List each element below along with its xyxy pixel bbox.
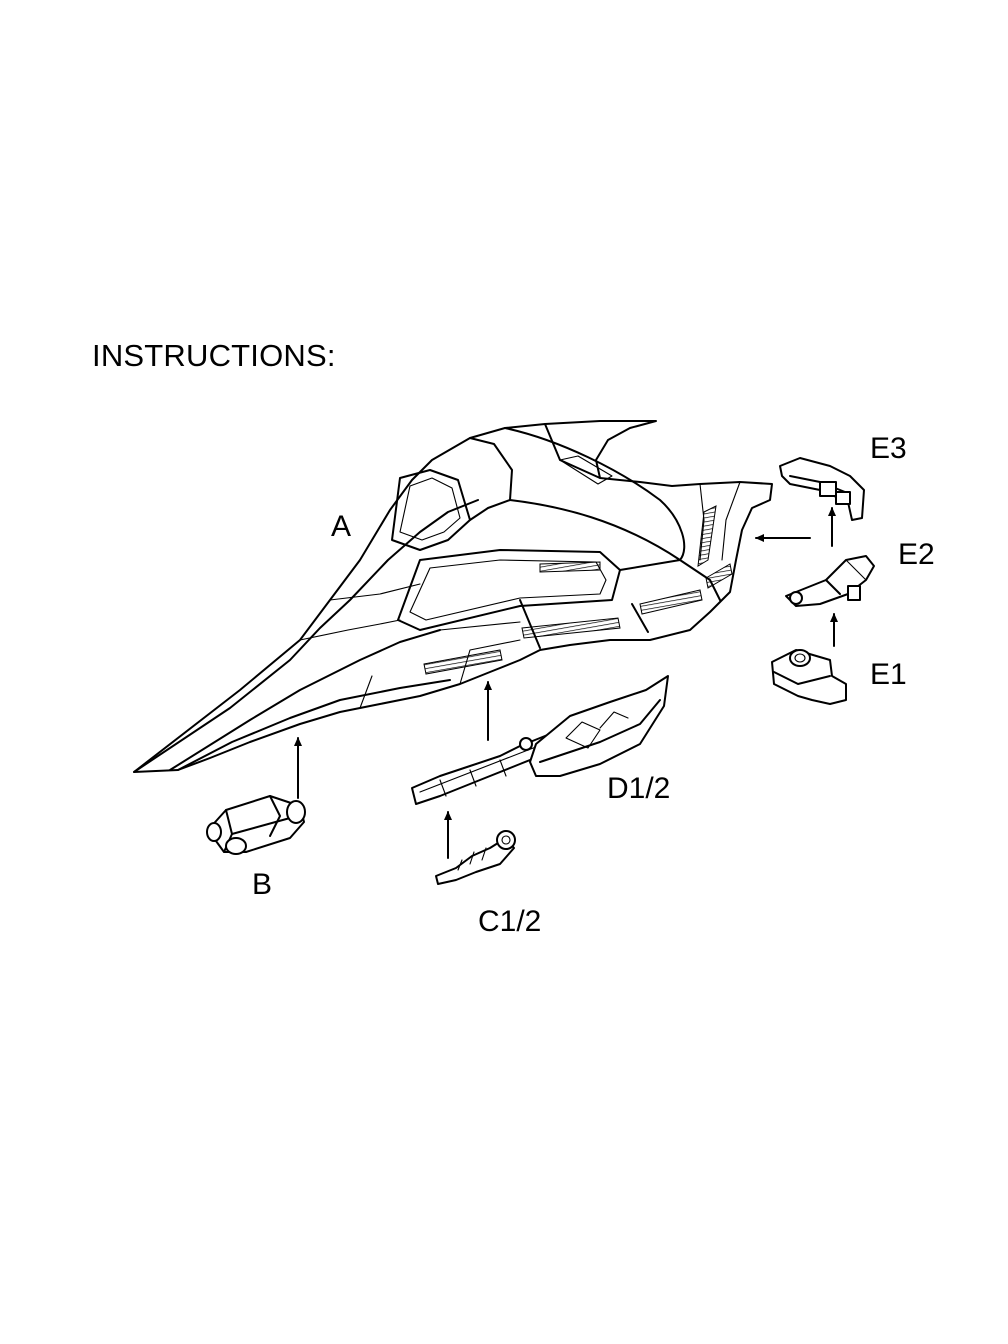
instructions-heading: INSTRUCTIONS: — [92, 338, 336, 373]
part-e2 — [785, 555, 875, 607]
part-b-engines — [206, 795, 306, 855]
part-e3 — [779, 457, 865, 521]
part-label-a: A — [331, 510, 352, 543]
part-d-wing-assembly — [411, 675, 669, 805]
part-c-strut — [435, 830, 516, 885]
part-label-d: D1/2 — [607, 772, 671, 805]
part-e1 — [771, 649, 847, 705]
part-label-e2: E2 — [898, 538, 935, 571]
part-label-b: B — [252, 868, 273, 901]
part-label-e1: E1 — [870, 658, 907, 691]
part-a-hull — [133, 420, 773, 773]
part-label-e3: E3 — [870, 432, 907, 465]
part-label-c: C1/2 — [478, 905, 542, 938]
